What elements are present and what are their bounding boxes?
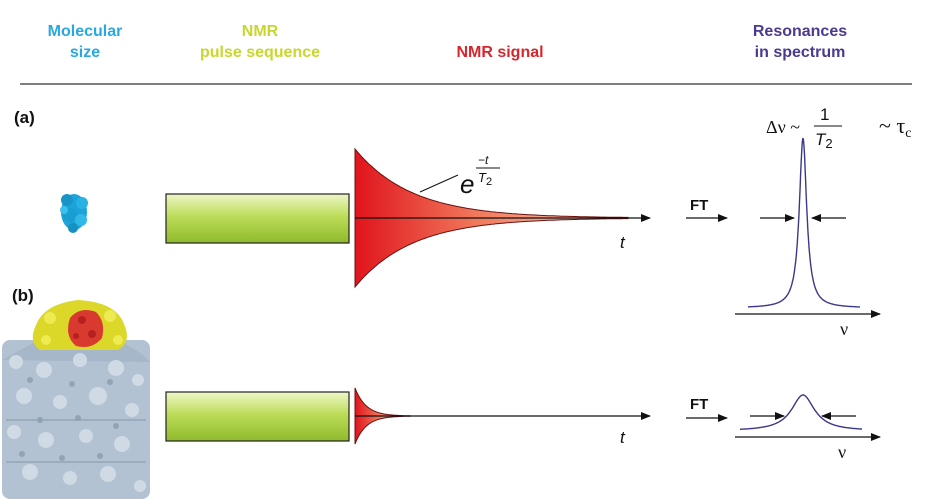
frequency-label-a: ν (840, 319, 848, 339)
exp-numerator: −t (478, 153, 489, 167)
ft-label-a: FT (690, 197, 708, 214)
linewidth-fraction-numerator: 1 (820, 105, 829, 124)
spectrum-peak-b (740, 394, 863, 430)
pulse-box-b (165, 391, 350, 442)
exp-base: e (460, 169, 474, 199)
delta-nu-label: Δν ~ (766, 117, 800, 137)
panel-b-label: (b) (12, 286, 34, 305)
pulse-box-a (165, 193, 350, 244)
exp-denominator: T2 (478, 170, 492, 188)
header-molecular-size: Molecular size (47, 23, 123, 61)
small-molecule-icon (60, 194, 88, 233)
header-resonances: Resonances in spectrum (752, 23, 848, 61)
header-nmr-signal: NMR signal (456, 44, 544, 61)
panel-a-label: (a) (14, 108, 35, 127)
ft-label-b: FT (690, 396, 708, 413)
frequency-label-b: ν (838, 442, 846, 462)
spectrum-peak-a (747, 137, 860, 308)
exp-pointer-line (419, 174, 459, 193)
time-label-a: t (620, 233, 626, 252)
linewidth-fraction-denominator: T2 (815, 130, 833, 151)
header-pulse-sequence: NMR pulse sequence (199, 23, 321, 61)
time-label-b: t (620, 428, 626, 447)
tau-c-label: ~ τc (879, 113, 911, 141)
large-complex-icon (2, 300, 150, 499)
